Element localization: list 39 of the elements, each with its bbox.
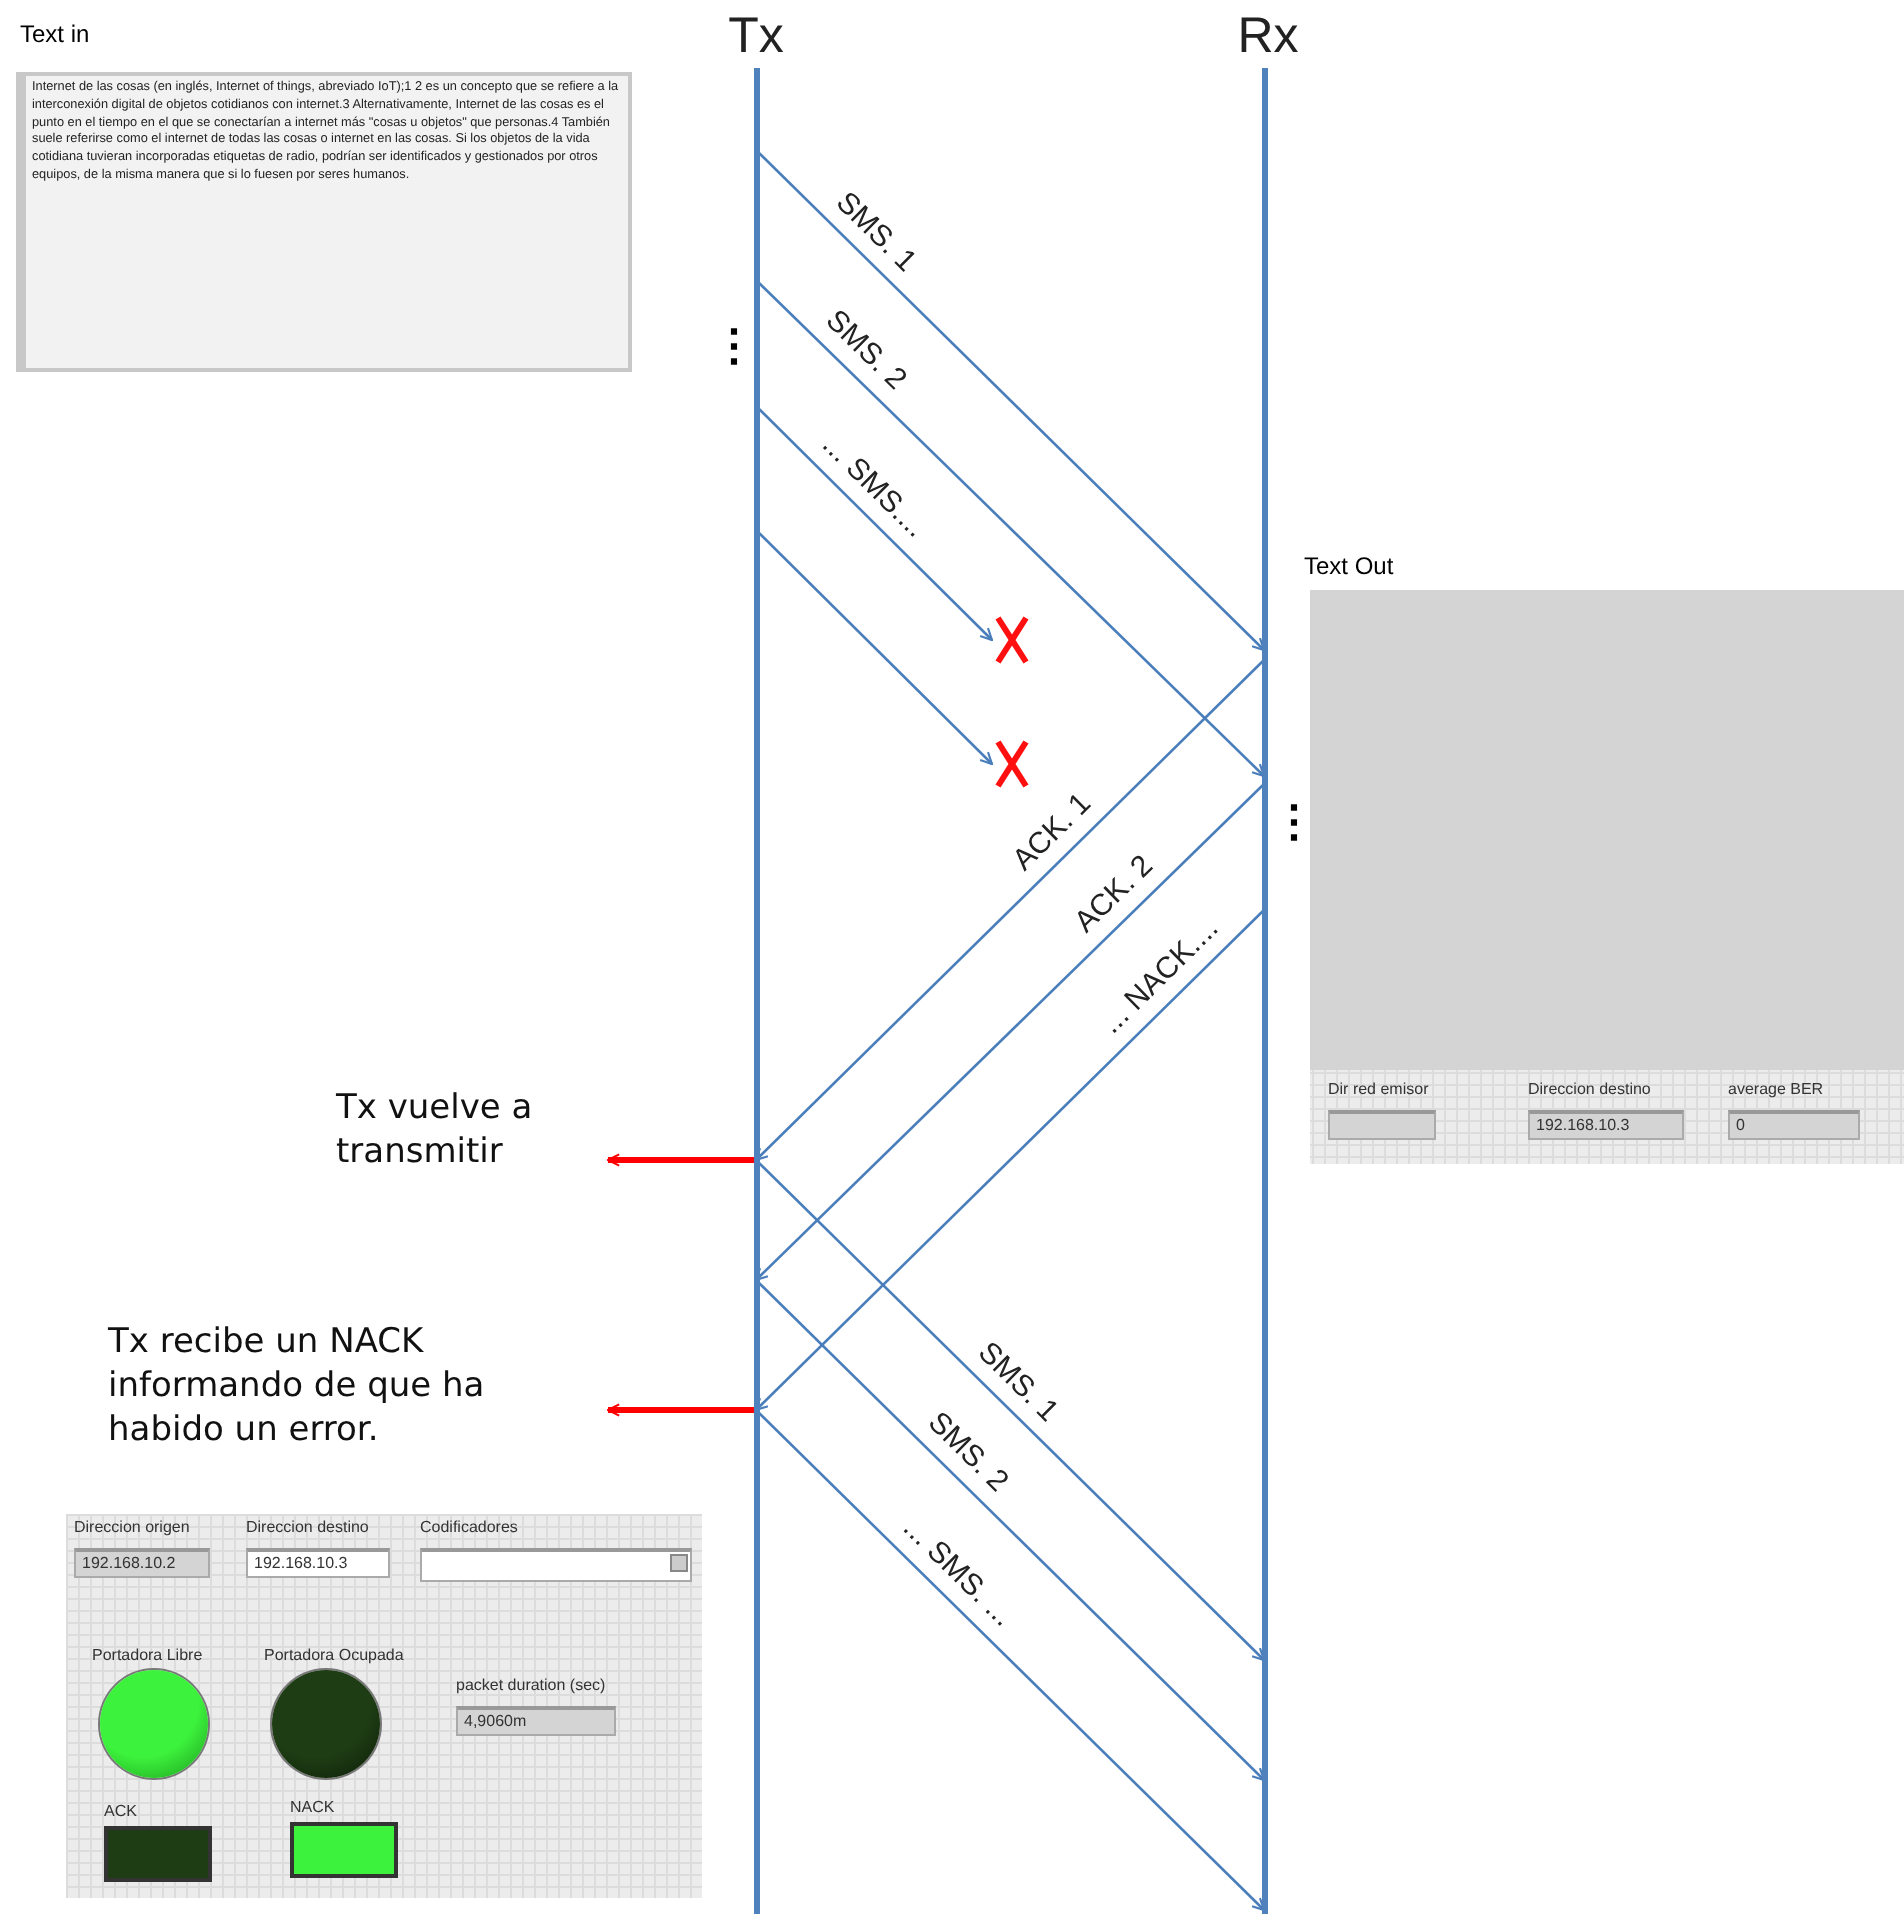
arrow: [755, 1409, 1266, 1912]
field-label: Direccion destino: [246, 1518, 369, 1536]
field-label: Dir red emisor: [1328, 1080, 1429, 1098]
input-field: 192.168.10.2: [74, 1548, 210, 1578]
arrow: [754, 659, 1265, 1162]
annotation-text: Tx recibe un NACK informando de que ha habido un error.: [108, 1320, 608, 1504]
field-label: packet duration (sec): [456, 1676, 606, 1694]
field-label: Direccion origen: [74, 1518, 190, 1536]
ellipsis-mark: ⋮: [712, 320, 756, 372]
arrow: [755, 405, 994, 642]
input-field: 192.168.10.3: [246, 1548, 390, 1578]
lifeline-heading: Rx: [1235, 8, 1301, 66]
arrow: [755, 279, 1266, 778]
arrow: [606, 1403, 756, 1417]
indicator-label: ACK: [104, 1802, 137, 1820]
lost-message-mark: [992, 614, 1032, 666]
panel-title: Text in: [20, 20, 90, 48]
indicator-label: NACK: [290, 1798, 335, 1816]
arrow: [755, 1159, 1266, 1662]
annotation-text: Tx vuelve a transmitir: [336, 1086, 608, 1202]
indicator-label: Portadora Ocupada: [264, 1646, 404, 1664]
input-field: 4,9060m: [456, 1706, 616, 1736]
control-panel: [66, 1514, 702, 1898]
field-label: average BER: [1728, 1080, 1824, 1098]
input-field: 0: [1728, 1110, 1860, 1140]
arrow: [755, 529, 994, 766]
field-label: Direccion destino: [1528, 1080, 1651, 1098]
arrow: [754, 783, 1265, 1282]
arrow: [755, 149, 1266, 652]
panel-title: Text Out: [1304, 552, 1394, 580]
field-label: Codificadores: [420, 1518, 518, 1536]
indicator-label: Portadora Libre: [92, 1646, 203, 1664]
arrow: [755, 1279, 1266, 1782]
input-field: 192.168.10.3: [1528, 1110, 1684, 1140]
lost-message-mark: [992, 738, 1032, 790]
arrow: [754, 909, 1265, 1412]
ellipsis-mark: ⋮: [1272, 796, 1316, 848]
lifeline-heading: Tx: [726, 8, 786, 66]
arrow: [606, 1153, 756, 1167]
